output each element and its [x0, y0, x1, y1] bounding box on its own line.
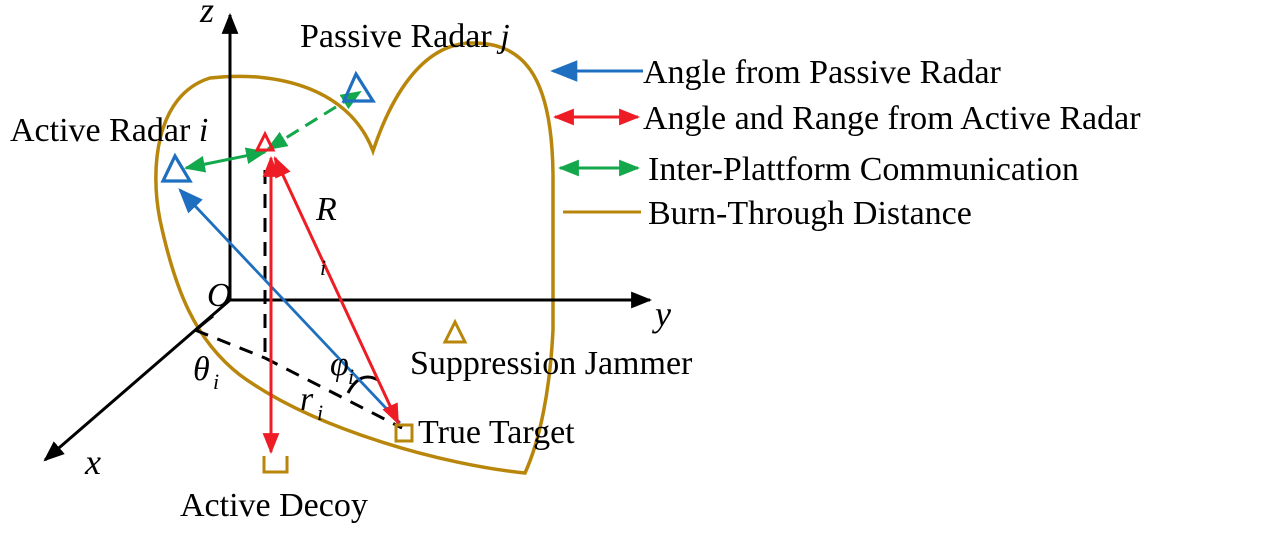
active-radar-red-icon — [254, 130, 276, 152]
legend-item-communication: Inter-Plattform Communication — [557, 151, 1079, 188]
theta-symbol: θ — [193, 351, 210, 388]
legend-item-burn-through: Burn-Through Distance — [563, 195, 972, 232]
legend-burn-through-label: Burn-Through Distance — [648, 195, 972, 232]
active-radar-icon — [160, 152, 193, 183]
projection-ground-radar — [194, 328, 266, 360]
legend-item-passive: Angle from Passive Radar — [550, 54, 1002, 91]
range-subscript: i — [320, 255, 326, 280]
r-subscript: i — [317, 400, 323, 425]
y-axis-label: y — [652, 294, 671, 334]
legend-active-label: Angle and Range from Active Radar — [643, 100, 1141, 137]
comm-link-active-to-relay — [183, 147, 268, 173]
legend-communication-label: Inter-Plattform Communication — [648, 151, 1079, 188]
true-target-label: True Target — [418, 414, 575, 451]
burn-through-boundary — [154, 41, 555, 475]
suppression-jammer-icon — [442, 318, 468, 344]
phi-subscript: i — [348, 364, 354, 389]
origin-label: O — [207, 277, 232, 314]
suppression-jammer-label: Suppression Jammer — [410, 345, 693, 382]
r-symbol: r — [300, 381, 314, 418]
true-target-icon — [394, 423, 414, 443]
phi-symbol: φ — [330, 346, 349, 383]
passive-radar-label: Passive Radar j — [300, 18, 510, 55]
range-symbol: R — [315, 191, 337, 228]
theta-subscript: i — [213, 369, 219, 394]
active-range-arrow-target — [273, 156, 400, 425]
active-decoy-label: Active Decoy — [180, 487, 368, 524]
legend: Angle from Passive Radar Angle and Range… — [550, 54, 1141, 232]
active-radar-label: Active Radar i — [10, 112, 208, 149]
passive-radar-icon — [341, 70, 376, 103]
theta-angle-arc — [195, 314, 214, 332]
x-axis-label: x — [84, 442, 101, 482]
active-decoy-icon — [262, 456, 289, 474]
legend-passive-label: Angle from Passive Radar — [643, 54, 1002, 91]
z-axis-label: z — [199, 0, 214, 30]
legend-item-active: Angle and Range from Active Radar — [552, 100, 1141, 137]
